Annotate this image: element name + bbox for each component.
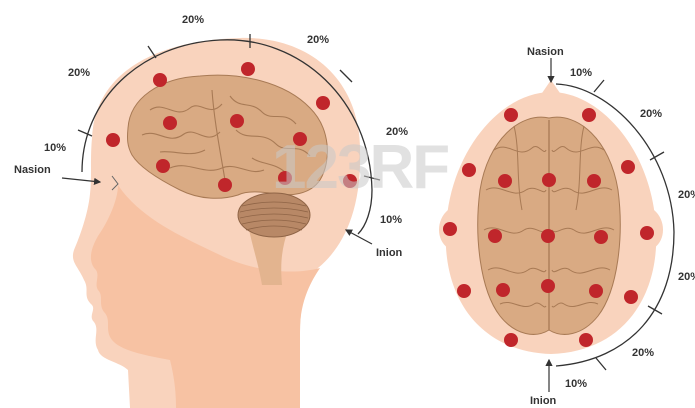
electrode <box>218 178 232 192</box>
electrode <box>443 222 457 236</box>
electrode <box>498 174 512 188</box>
label-inion-side: Inion <box>376 247 403 259</box>
label-upper-right-20: 20% <box>307 34 329 46</box>
label-inion-top: Inion <box>530 395 557 407</box>
electrode <box>594 230 608 244</box>
electrode <box>153 73 167 87</box>
electrode <box>457 284 471 298</box>
electrode <box>156 159 170 173</box>
top-ear-right <box>654 210 663 248</box>
electrode <box>488 229 502 243</box>
label-bottom-10: 10% <box>565 378 587 390</box>
electrode <box>163 116 177 130</box>
electrode <box>542 173 556 187</box>
electrode <box>582 108 596 122</box>
electrode <box>589 284 603 298</box>
electrode <box>496 283 510 297</box>
electrode <box>504 333 518 347</box>
electrode <box>241 62 255 76</box>
top-view: Nasion 10% 20% 20% 20% 20% 10% Inion <box>439 46 695 407</box>
label-top-10: 10% <box>570 67 592 79</box>
electrode <box>587 174 601 188</box>
electrode <box>106 133 120 147</box>
side-view: 20% 20% 20% 10% Nasion 20% 10% Inion <box>14 14 408 408</box>
electrode <box>541 279 555 293</box>
electrode <box>316 96 330 110</box>
label-bottom-20: 20% <box>632 347 654 359</box>
electrode <box>230 114 244 128</box>
label-upper-left-20: 20% <box>68 67 90 79</box>
electrode <box>504 108 518 122</box>
electrode <box>579 333 593 347</box>
label-left-10: 10% <box>44 142 66 154</box>
label-top-20: 20% <box>182 14 204 26</box>
electrode <box>640 226 654 240</box>
electrode <box>621 160 635 174</box>
label-right-20-b: 20% <box>678 189 695 201</box>
electrode <box>624 290 638 304</box>
label-nasion-top: Nasion <box>527 46 564 58</box>
label-nasion-side: Nasion <box>14 164 51 176</box>
label-lower-right-10: 10% <box>380 214 402 226</box>
electrode <box>462 163 476 177</box>
watermark: 123RF <box>272 133 448 202</box>
label-right-20-c: 20% <box>678 271 695 283</box>
label-right-20-a: 20% <box>640 108 662 120</box>
electrode <box>541 229 555 243</box>
top-nose <box>540 80 562 96</box>
